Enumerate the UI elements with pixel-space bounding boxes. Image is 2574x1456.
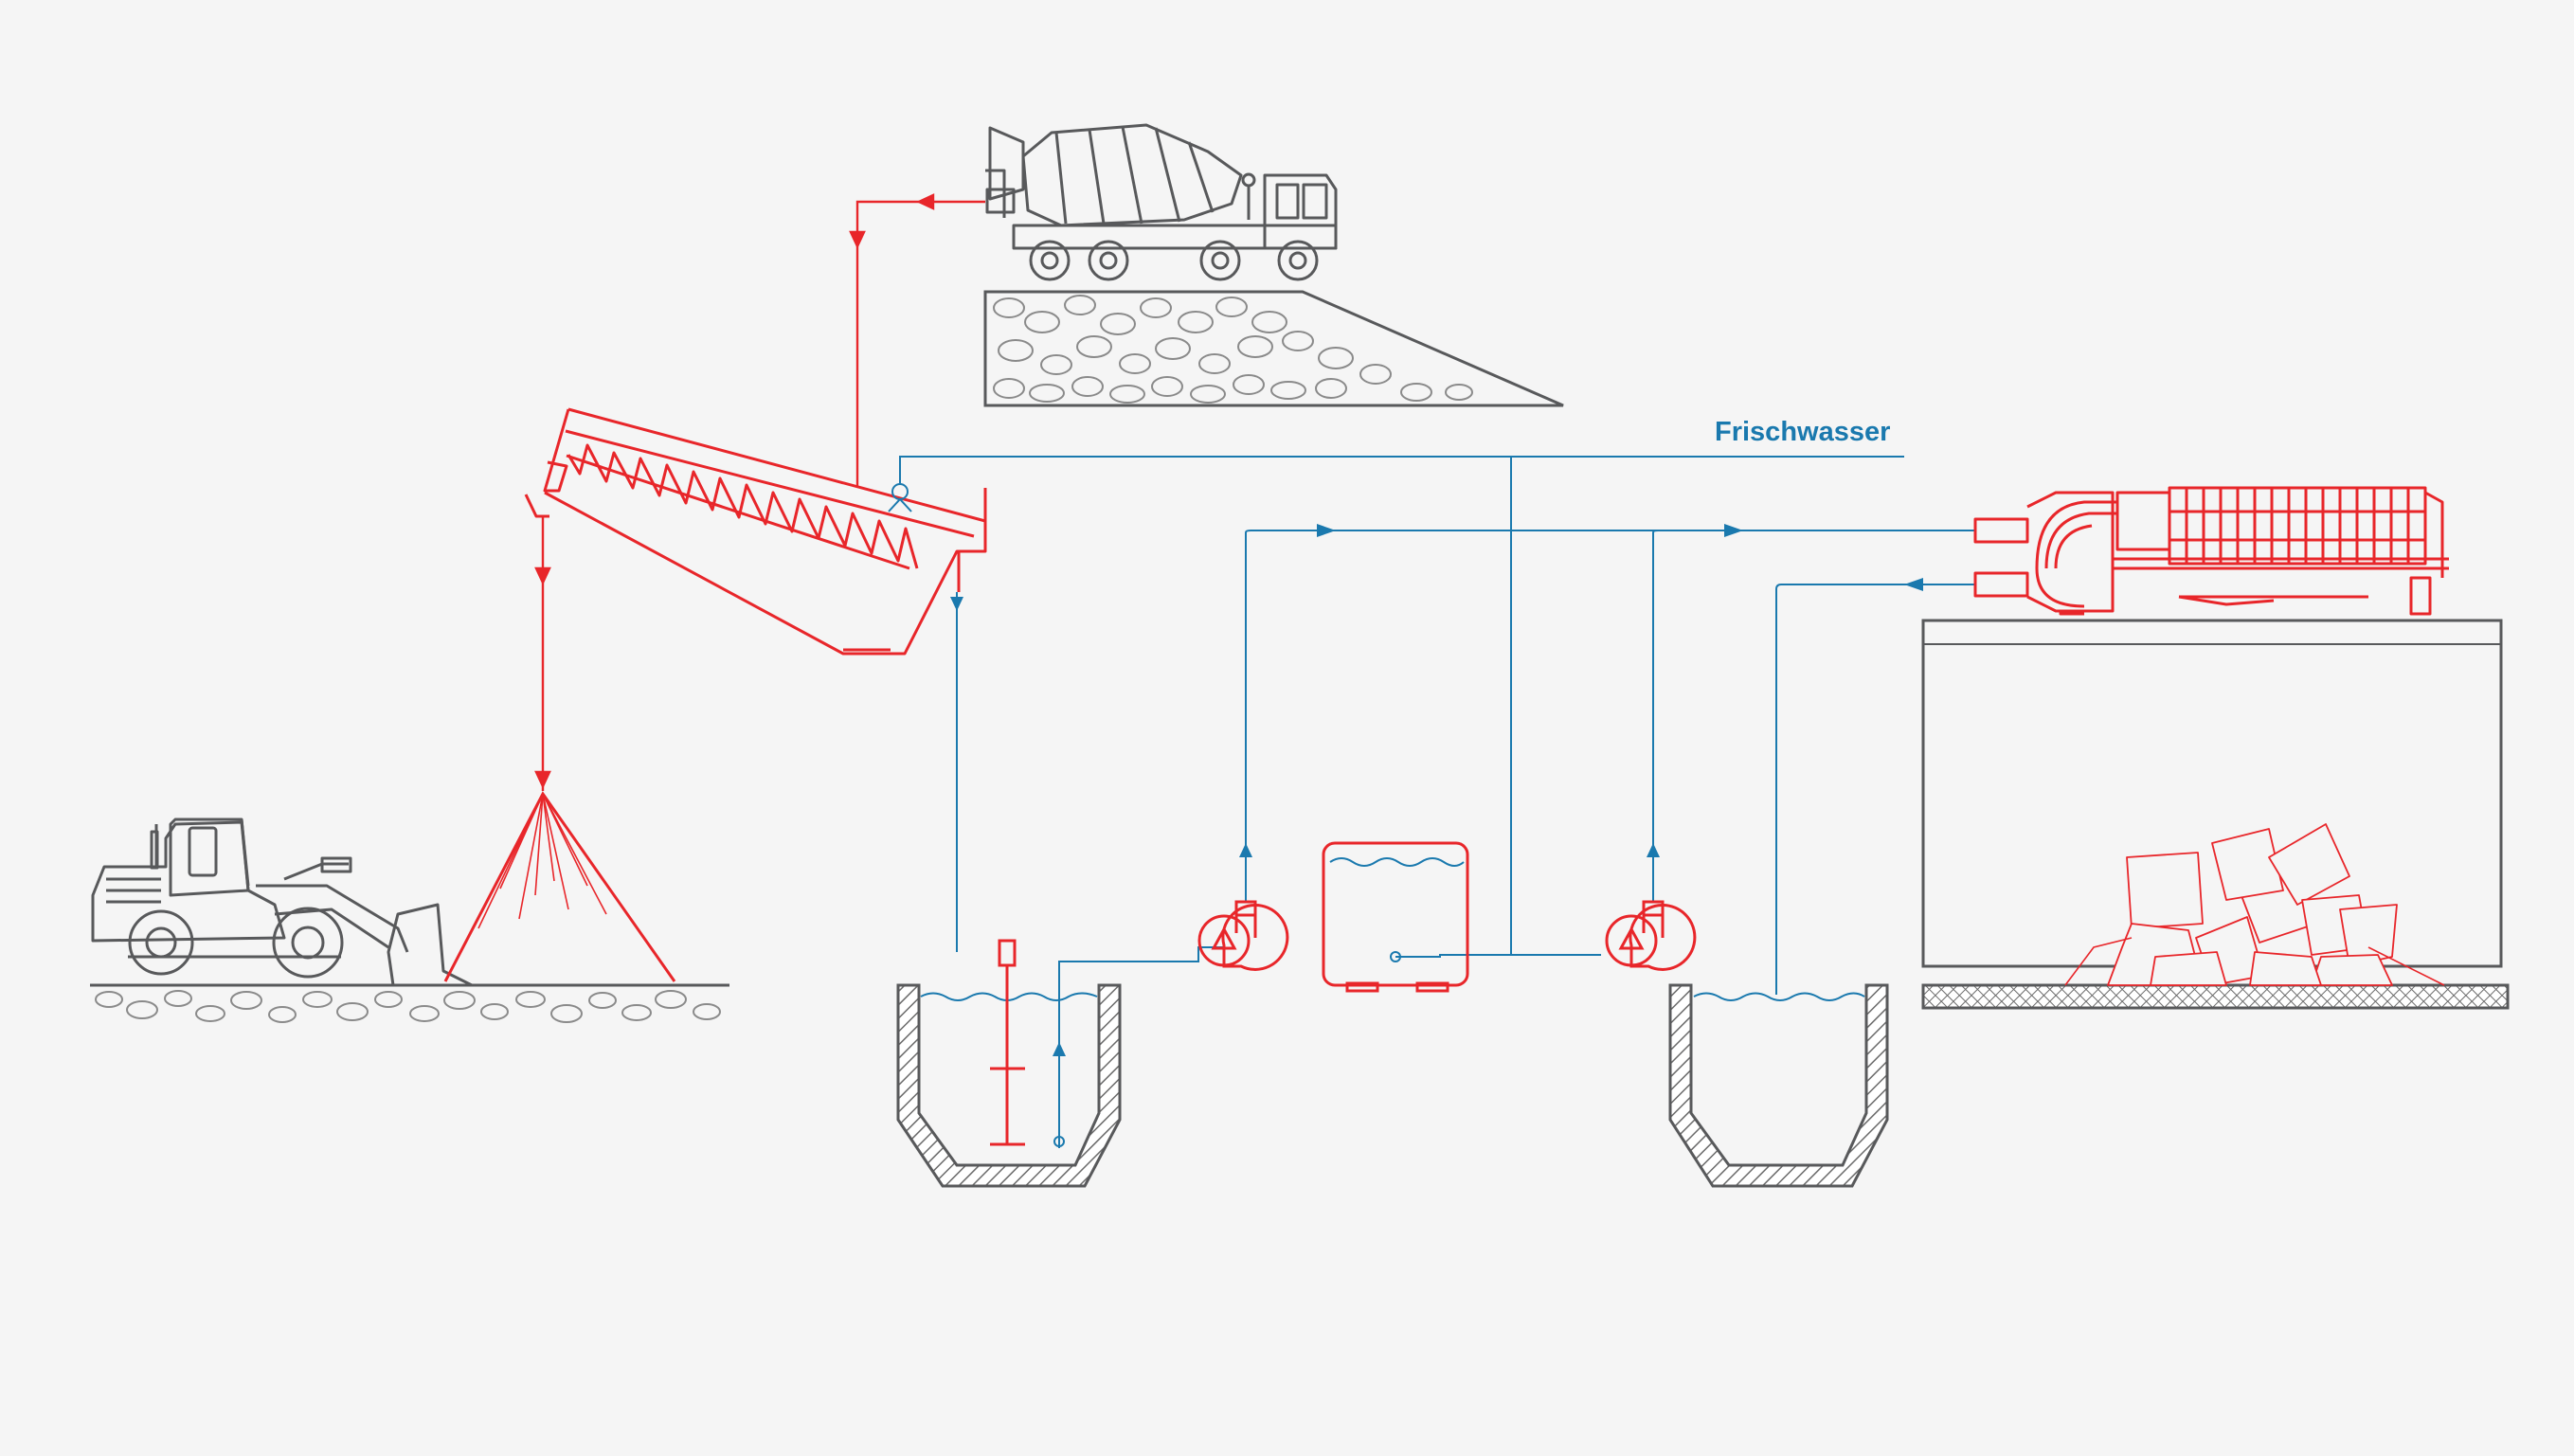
ground-truck <box>983 290 1564 407</box>
fresh-water-lines <box>888 456 1975 1148</box>
agitator-basin <box>896 939 1122 1188</box>
flow-arrows <box>950 524 1923 1056</box>
agitator-icon <box>990 939 1025 1146</box>
filter-cake-icon <box>2107 823 2398 986</box>
bunker-icon <box>1921 619 2510 1010</box>
mixer-truck-icon <box>985 123 1338 281</box>
pump-icon <box>1605 900 1697 971</box>
screw-conveyor-icon <box>524 407 987 656</box>
pump-icon <box>1197 900 1289 971</box>
clear-water-basin <box>1668 983 1889 1188</box>
fresh-water-label: Frischwasser <box>1715 417 1890 447</box>
truck-return-flow <box>849 193 985 488</box>
wheel-loader-icon <box>91 818 474 987</box>
filter-press-icon <box>1973 486 2449 616</box>
tank-icon <box>1322 841 1469 993</box>
ground-left <box>90 983 729 1026</box>
pile-icon <box>443 791 676 982</box>
washer-to-pile-flow <box>534 516 551 791</box>
